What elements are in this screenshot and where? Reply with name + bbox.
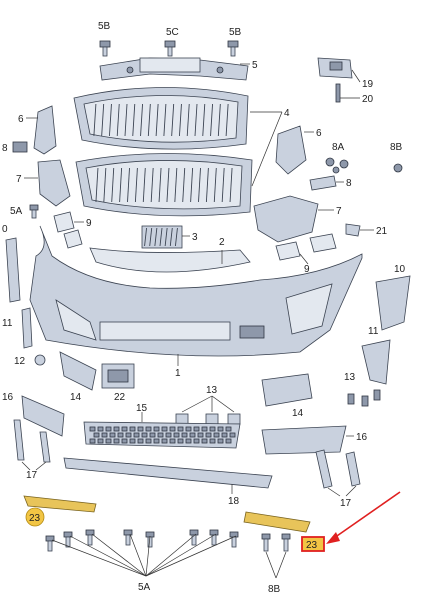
screw-5B-top-right (227, 40, 239, 57)
side-strip-0 (5, 237, 21, 303)
label-11: 11 (368, 326, 379, 337)
screw-5A-left (29, 204, 39, 219)
label-9: 9 (304, 264, 310, 275)
label-6: 6 (316, 128, 322, 139)
pin-20 (335, 83, 341, 103)
label-23: 23 (29, 513, 41, 524)
radiator-grille-upper (73, 87, 249, 150)
label-4: 4 (284, 108, 290, 119)
label-12: 12 (14, 356, 26, 367)
label-5C: 5C (166, 27, 179, 38)
mesh-grille-16-right (261, 425, 347, 455)
lock-carrier-bar (99, 57, 249, 81)
side-panel-11-left (21, 307, 33, 349)
part-22 (101, 363, 135, 389)
hood-lock-bracket (317, 57, 353, 79)
trim-strips-17-right (315, 449, 361, 489)
label-10: 10 (394, 264, 406, 275)
clips-13-center (175, 413, 241, 425)
label-6: 6 (18, 114, 24, 125)
label-11: 11 (2, 318, 13, 329)
screw-5C (164, 40, 176, 57)
label-16: 16 (356, 432, 368, 443)
label-15: 15 (136, 403, 148, 414)
label-21: 21 (376, 226, 388, 237)
label-14: 14 (292, 408, 304, 419)
trim-strip-23-left (23, 495, 97, 513)
trim-frame-9-left (53, 211, 83, 249)
label-19: 19 (362, 79, 374, 90)
highlight-arrow (326, 491, 401, 544)
mesh-grille-16-left (21, 395, 65, 437)
trim-strip-23-right (243, 511, 311, 533)
label-0: 0 (2, 224, 8, 235)
label-9: 9 (86, 218, 92, 229)
callout-23-left: 23 (25, 507, 45, 527)
fog-light-frame-14-right (261, 373, 313, 407)
label-5B: 5B (98, 21, 111, 32)
bracket-6-left (33, 105, 57, 155)
label-8: 8 (346, 178, 352, 189)
front-bumper-cover (29, 225, 363, 357)
label-17: 17 (26, 470, 38, 481)
label-8: 8 (2, 143, 8, 154)
label-1: 1 (175, 368, 181, 379)
fog-light-frame-14-left (59, 351, 97, 391)
label-23: 23 (306, 540, 318, 551)
bracket-6-right (275, 125, 307, 175)
label-8B: 8B (390, 142, 403, 153)
center-mesh-grille-15 (83, 421, 241, 449)
bracket-7-right (253, 195, 319, 243)
label-5B: 5B (229, 27, 242, 38)
label-2: 2 (219, 237, 225, 248)
label-16: 16 (2, 392, 14, 403)
label-17: 17 (340, 498, 352, 509)
cap-12 (34, 354, 46, 366)
clip-8B-right (393, 163, 403, 173)
clips-13-right (347, 389, 381, 407)
lower-vent-3 (141, 225, 183, 249)
label-3: 3 (192, 232, 198, 243)
label-18: 18 (228, 496, 240, 507)
label-7: 7 (16, 174, 22, 185)
label-13: 13 (206, 385, 218, 396)
label-22: 22 (114, 392, 126, 403)
lower-spoiler-18 (63, 457, 273, 489)
label-7: 7 (336, 206, 342, 217)
label-8A: 8A (332, 142, 345, 153)
trim-frame-9-right (275, 233, 337, 261)
label-5: 5 (252, 60, 258, 71)
label-20: 20 (362, 94, 374, 105)
side-panel-11-right (361, 339, 391, 385)
side-panel-10 (375, 275, 411, 331)
clip-8-right (309, 175, 337, 191)
bracket-7-left (37, 159, 71, 207)
label-5A: 5A (138, 582, 151, 593)
callout-23-right-highlight: 23 (301, 536, 325, 552)
part-21 (345, 223, 361, 237)
label-8B: 8B (268, 584, 281, 595)
label-14: 14 (70, 392, 82, 403)
screw-5B-top-left (99, 40, 111, 57)
screws-8B (261, 533, 291, 552)
label-5A: 5A (10, 206, 23, 217)
clips-8A (325, 157, 349, 174)
radiator-grille-lower (75, 153, 253, 217)
label-13: 13 (344, 372, 356, 383)
clip-8-left (12, 141, 28, 153)
screws-5A (45, 529, 239, 552)
trim-strips-17-left (13, 419, 51, 463)
